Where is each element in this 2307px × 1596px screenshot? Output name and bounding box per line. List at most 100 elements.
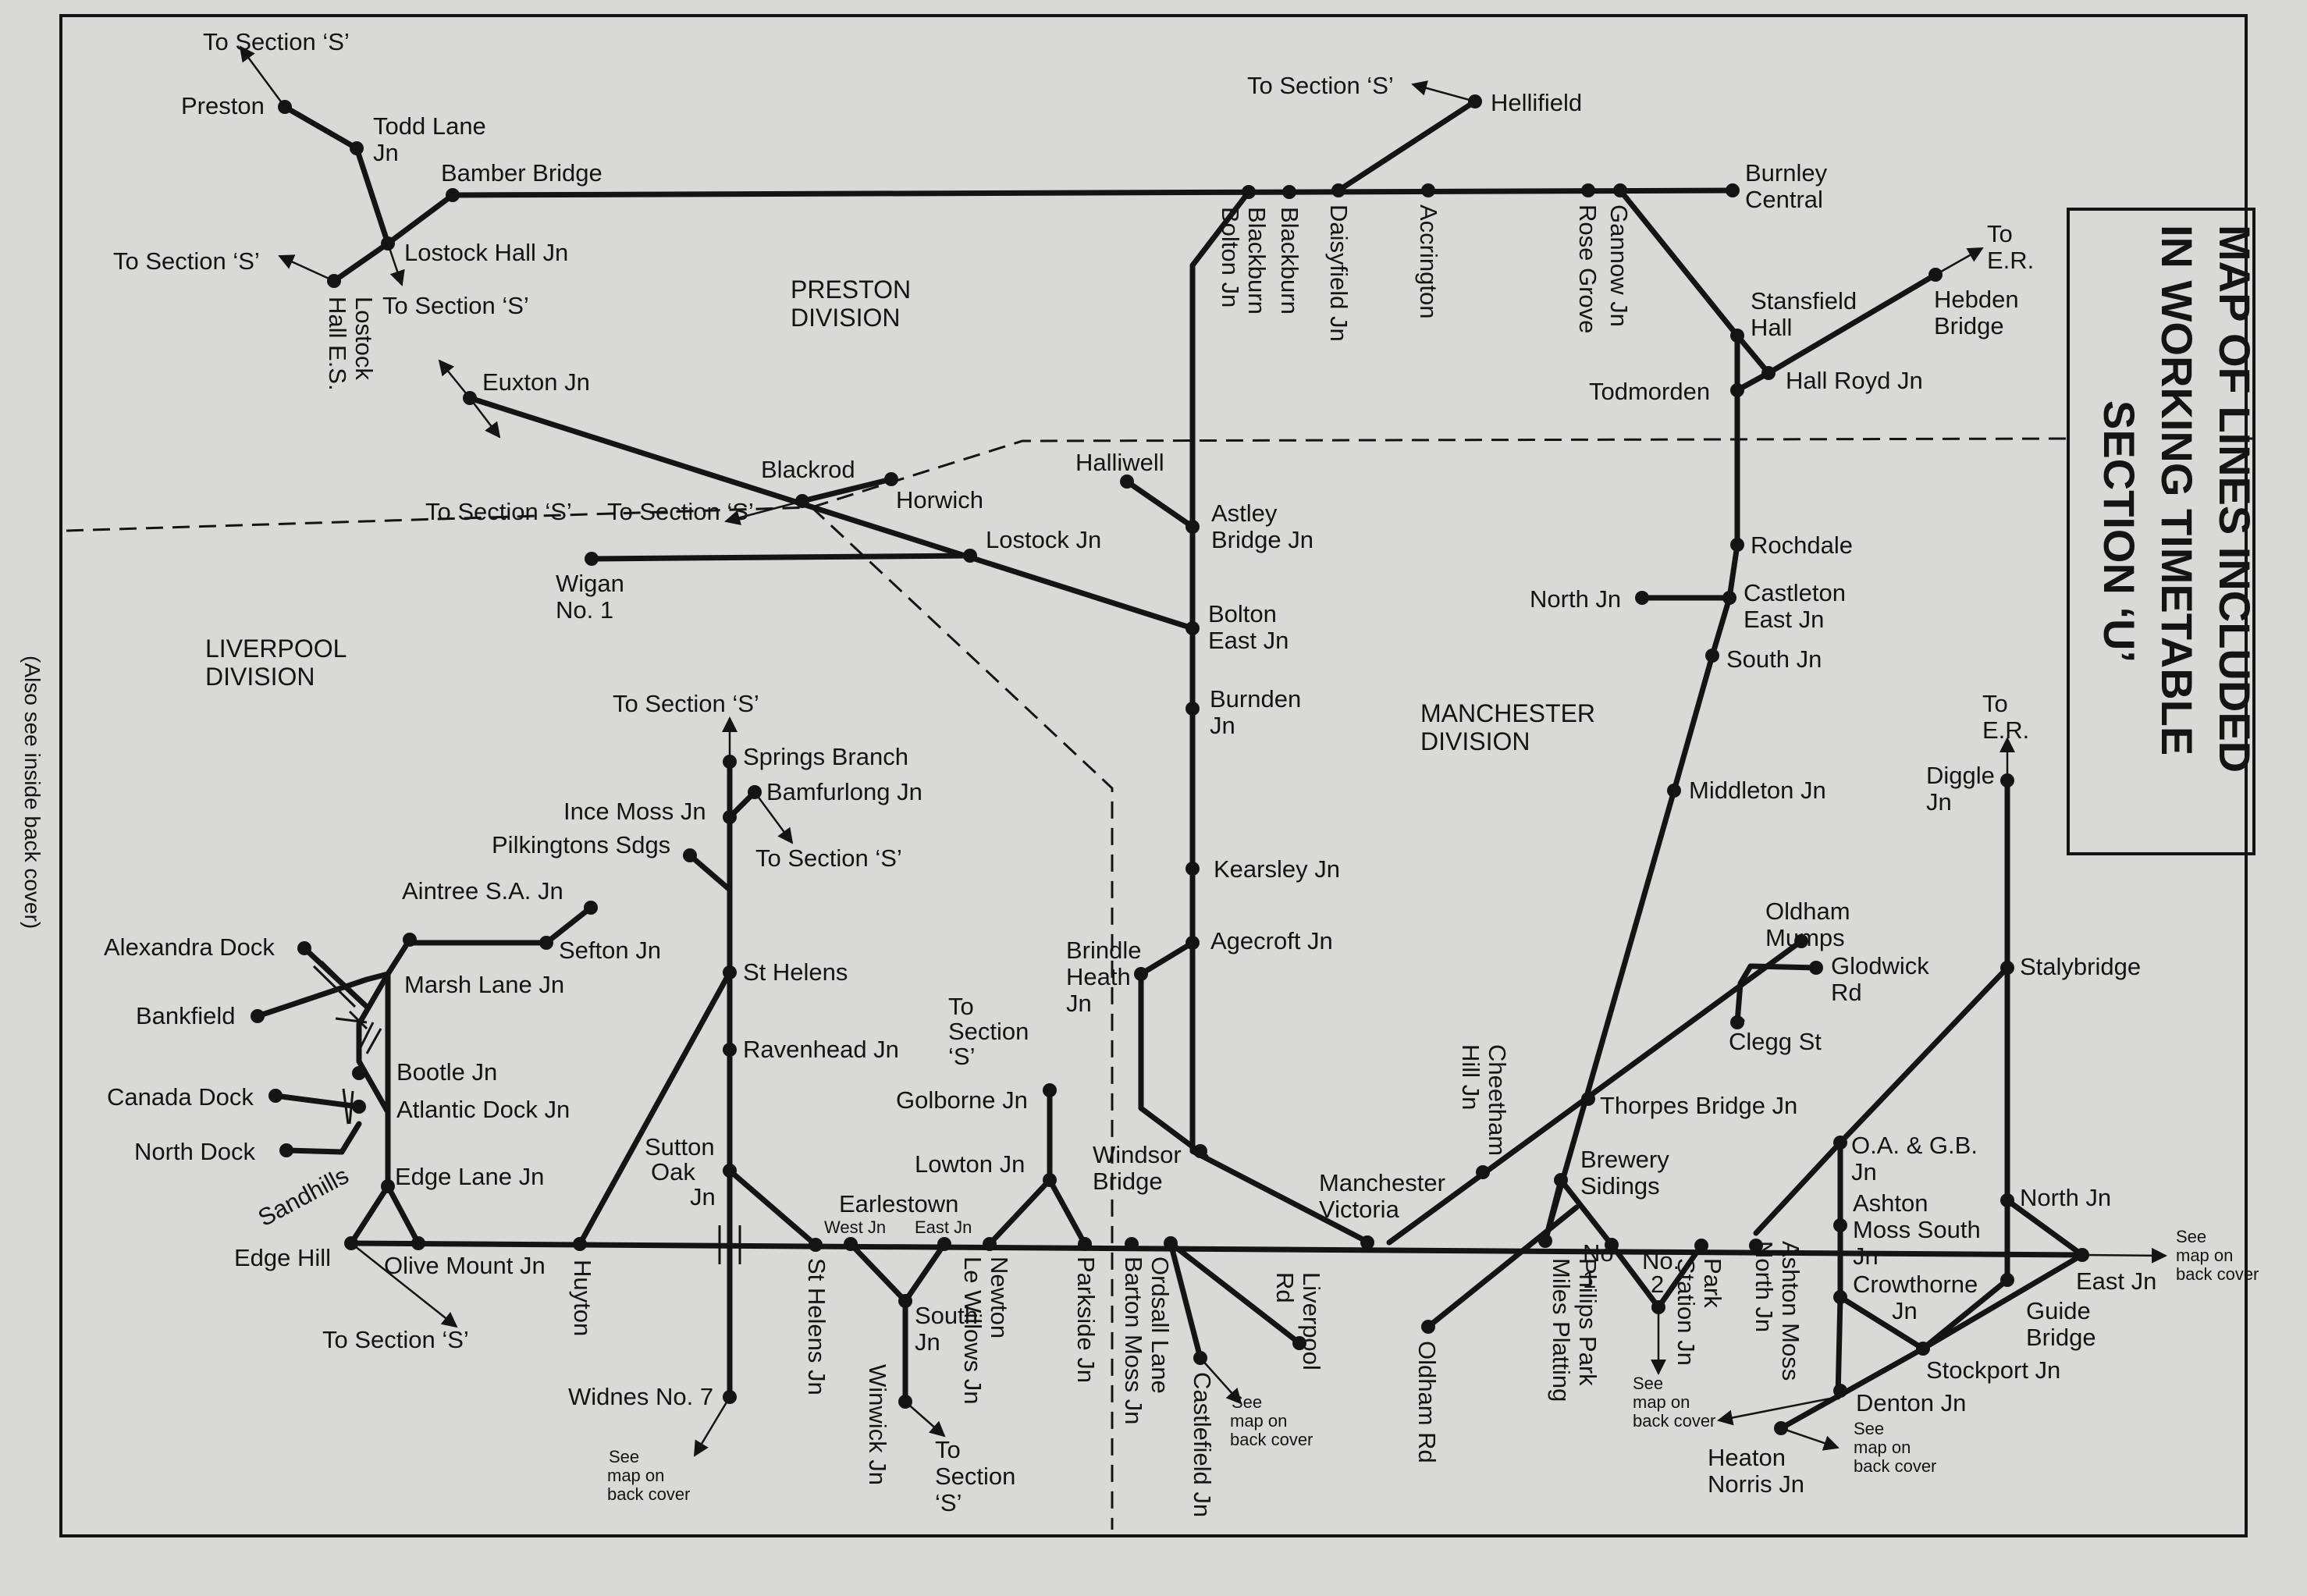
label-preston: Preston xyxy=(181,92,265,119)
label-blackburn: Blackburn xyxy=(1276,207,1303,315)
svg-text:North Jn: North Jn xyxy=(1751,1241,1778,1332)
label-no2: No.2 xyxy=(1642,1247,1680,1298)
crossing-marks xyxy=(312,960,741,1264)
label-middleton: Middleton Jn xyxy=(1689,777,1826,804)
svg-text:E.R.: E.R. xyxy=(1982,716,2029,744)
svg-text:Brindle: Brindle xyxy=(1066,937,1142,964)
label-hall-royd: Hall Royd Jn xyxy=(1786,367,1923,394)
label-marsh-lane: Marsh Lane Jn xyxy=(404,971,564,998)
label-oa-gb: O.A. & G.B.Jn xyxy=(1851,1132,1978,1185)
svg-text:Mumps: Mumps xyxy=(1765,924,1845,951)
label-edge-lane: Edge Lane Jn xyxy=(395,1163,544,1190)
label-to-section-s-mid2: To Section ‘S’ xyxy=(607,498,754,525)
svg-text:back cover: back cover xyxy=(2176,1264,2259,1284)
svg-text:Jn: Jn xyxy=(1853,1242,1879,1270)
svg-text:PRESTON: PRESTON xyxy=(791,275,911,304)
svg-text:Bridge: Bridge xyxy=(1934,312,2004,339)
svg-text:Ordsall Lane: Ordsall Lane xyxy=(1146,1257,1174,1394)
svg-text:Ashton: Ashton xyxy=(1853,1189,1928,1217)
title-line-3: SECTION ‘U’ xyxy=(2095,400,2144,663)
svg-text:O.A. & G.B.: O.A. & G.B. xyxy=(1851,1132,1978,1159)
label-stalybridge: Stalybridge xyxy=(2020,953,2141,980)
svg-text:To: To xyxy=(935,1436,961,1463)
svg-text:Section: Section xyxy=(948,1018,1029,1045)
svg-text:See: See xyxy=(1854,1419,1884,1438)
svg-text:Hebden: Hebden xyxy=(1934,286,2019,313)
label-euxton: Euxton Jn xyxy=(482,368,590,396)
label-bootle: Bootle Jn xyxy=(396,1058,497,1086)
svg-text:See: See xyxy=(2176,1227,2206,1246)
svg-text:Sidings: Sidings xyxy=(1580,1172,1660,1200)
svg-text:DIVISION: DIVISION xyxy=(205,663,315,691)
label-bamber-bridge: Bamber Bridge xyxy=(441,159,603,187)
label-castlefield: Castlefield Jn xyxy=(1189,1372,1216,1517)
division-boundary xyxy=(66,437,2255,1530)
svg-text:No: No xyxy=(1583,1239,1614,1267)
svg-text:Sutton: Sutton xyxy=(645,1133,715,1161)
division-preston: PRESTON DIVISION xyxy=(791,275,911,332)
label-bankfield: Bankfield xyxy=(136,1002,236,1029)
svg-text:Moss South: Moss South xyxy=(1853,1216,1981,1243)
label-thorpes-bridge: Thorpes Bridge Jn xyxy=(1600,1092,1797,1119)
svg-text:Hall E.S.: Hall E.S. xyxy=(324,297,351,391)
label-golborne: Golborne Jn xyxy=(896,1086,1028,1114)
svg-text:Philips Park: Philips Park xyxy=(1574,1258,1601,1386)
label-gannow: Gannow Jn xyxy=(1605,204,1633,327)
svg-text:IN WORKING TIMETABLE: IN WORKING TIMETABLE xyxy=(2152,225,2202,755)
svg-text:Oldham: Oldham xyxy=(1765,898,1850,925)
svg-text:Rd: Rd xyxy=(1271,1272,1299,1303)
label-pilkingtons: Pilkingtons Sdgs xyxy=(492,831,670,858)
label-to-section-s-preston: To Section ‘S’ xyxy=(203,28,350,55)
svg-text:Central: Central xyxy=(1745,186,1823,213)
svg-text:Windsor: Windsor xyxy=(1093,1141,1182,1168)
svg-text:map on: map on xyxy=(1633,1392,1690,1412)
label-huyton: Huyton xyxy=(569,1260,596,1336)
label-alexandra-dock: Alexandra Dock xyxy=(104,933,275,961)
label-rose-grove: Rose Grove xyxy=(1574,204,1601,333)
svg-text:East Jn: East Jn xyxy=(1744,606,1824,633)
title-box xyxy=(2067,208,2255,855)
label-kearsley: Kearsley Jn xyxy=(1214,855,1340,883)
label-sandhills: Sandhills xyxy=(254,1161,354,1232)
arrows xyxy=(239,45,2167,1457)
label-sefton: Sefton Jn xyxy=(559,937,661,964)
label-springs-branch: Springs Branch xyxy=(743,743,908,770)
svg-text:Guide: Guide xyxy=(2026,1297,2091,1324)
svg-text:Manchester: Manchester xyxy=(1319,1169,1445,1196)
label-to-er-diggle: ToE.R. xyxy=(1982,690,2029,744)
svg-text:map on: map on xyxy=(1854,1438,1911,1457)
svg-text:Stansfield: Stansfield xyxy=(1751,287,1857,315)
svg-text:DIVISION: DIVISION xyxy=(791,304,900,332)
svg-text:Burnley: Burnley xyxy=(1745,159,1828,187)
svg-text:Diggle: Diggle xyxy=(1926,762,1995,789)
svg-text:back cover: back cover xyxy=(607,1484,690,1504)
svg-text:map on: map on xyxy=(2176,1246,2233,1265)
map-title: MAP OF LINES INCLUDED IN WORKING TIMETAB… xyxy=(2095,225,2259,773)
svg-text:Rd: Rd xyxy=(1831,979,1862,1006)
svg-text:Brewery: Brewery xyxy=(1580,1146,1669,1173)
label-to-section-s-springs: To Section ‘S’ xyxy=(613,690,759,717)
label-denton: Denton Jn xyxy=(1856,1389,1966,1416)
svg-text:Jn: Jn xyxy=(373,139,399,166)
svg-text:To: To xyxy=(1987,220,2013,247)
svg-text:Blackburn: Blackburn xyxy=(1243,207,1271,315)
svg-text:‘S’: ‘S’ xyxy=(935,1489,962,1516)
